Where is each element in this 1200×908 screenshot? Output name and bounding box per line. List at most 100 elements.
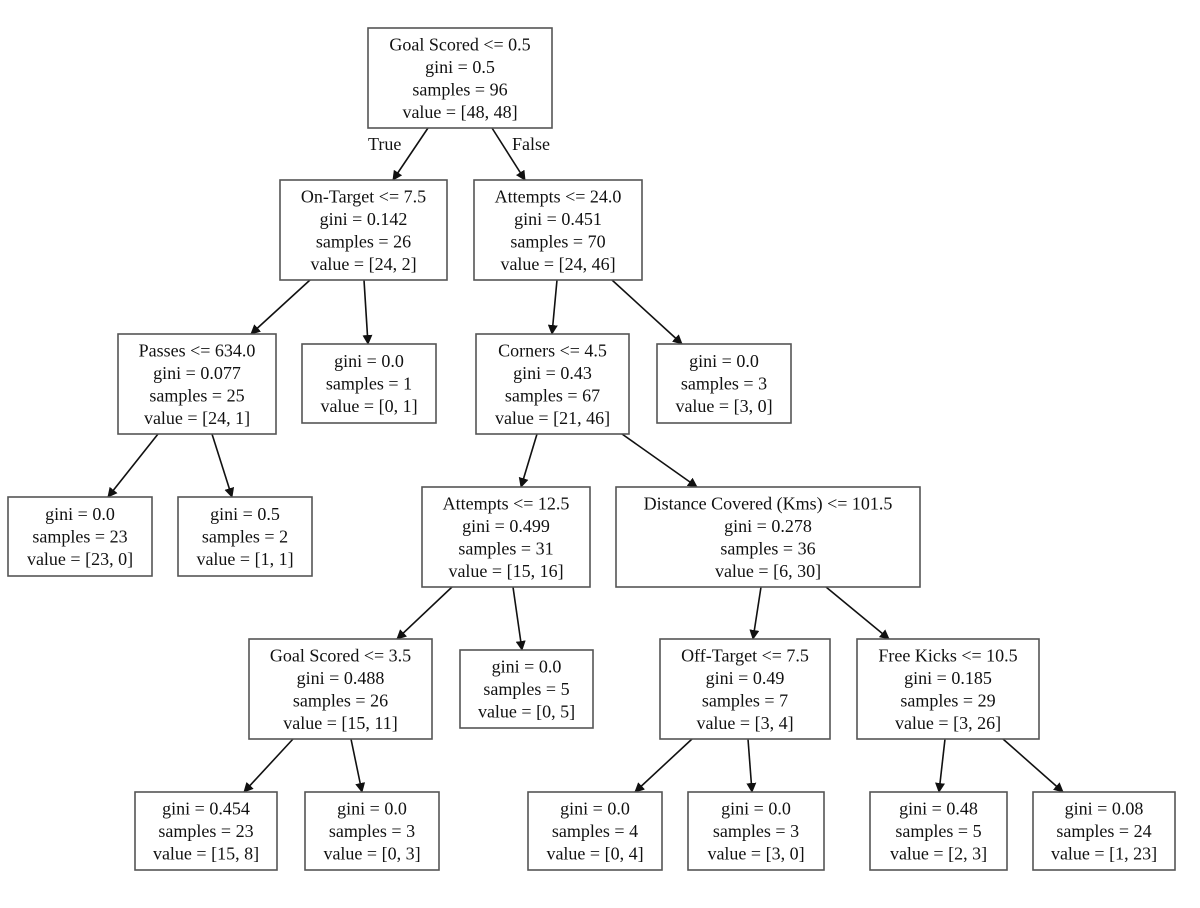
node-text-line: Attempts <= 24.0 [495,186,622,206]
edge-arrow-20 [1002,738,1064,793]
edge-arrow-9 [518,433,538,488]
node-box [177,496,313,577]
node-text-line: samples = 70 [510,231,605,251]
edge-arrow-13 [749,586,762,640]
node-text-line: value = [24, 46] [500,254,615,274]
node-text-line: value = [0, 4] [546,844,643,864]
edge-arrow-14 [825,586,890,640]
edge-label-false: False [512,134,550,154]
node-text-line: Corners <= 4.5 [498,340,607,360]
node-text-line: On-Target <= 7.5 [301,186,426,206]
node-text-line: gini = 0.43 [513,363,592,383]
node-box [473,179,643,281]
node-text-line: samples = 25 [149,385,244,405]
node-box [1032,791,1176,871]
node-box [615,486,921,588]
node-box [117,333,277,435]
node-text-line: value = [3, 0] [675,396,772,416]
node-text-line: value = [15, 16] [448,561,563,581]
node-box [659,638,831,740]
edge-arrow-16 [350,738,366,793]
edge-arrow-8 [211,433,235,498]
edge-arrow-10 [621,433,698,488]
node-box [279,179,448,281]
node-text-line: gini = 0.48 [899,799,978,819]
node-text-line: samples = 3 [713,821,799,841]
node-text-line: samples = 1 [326,374,412,394]
node-text-line: samples = 23 [32,527,127,547]
node-text-line: value = [6, 30] [715,561,821,581]
node-text-line: Attempts <= 12.5 [443,493,570,513]
edge-arrow-7 [107,433,159,498]
edge-arrow-4 [362,279,373,345]
node-box [304,791,440,871]
node-text-line: gini = 0.488 [297,668,385,688]
node-text-line: Goal Scored <= 0.5 [389,34,530,54]
node-box [687,791,825,871]
edge-arrow-12 [512,586,526,651]
node-box [421,486,591,588]
node-text-line: value = [1, 23] [1051,844,1157,864]
node-text-line: gini = 0.0 [689,351,759,371]
node-text-line: value = [15, 8] [153,844,259,864]
node-text-line: value = [48, 48] [402,102,517,122]
node-text-line: gini = 0.0 [337,799,407,819]
node-text-line: samples = 36 [720,538,815,558]
node-text-line: value = [2, 3] [890,844,987,864]
node-text-line: gini = 0.08 [1065,799,1144,819]
node-text-line: samples = 26 [316,231,411,251]
node-text-line: Distance Covered (Kms) <= 101.5 [644,493,893,514]
node-box [475,333,630,435]
edge-arrow-2 [491,127,526,181]
node-text-line: gini = 0.0 [560,799,630,819]
node-text-line: gini = 0.454 [162,799,250,819]
node-text-line: gini = 0.142 [320,209,408,229]
edge-arrow-15 [243,738,294,793]
node-box [367,27,553,129]
node-text-line: samples = 2 [202,527,288,547]
node-box [527,791,663,871]
edge-arrow-1 [392,127,429,181]
node-box [856,638,1040,740]
node-box [656,343,792,424]
node-text-line: Off-Target <= 7.5 [681,645,809,665]
node-text-line: gini = 0.0 [334,351,404,371]
node-box [134,791,278,871]
node-text-line: Free Kicks <= 10.5 [878,645,1017,665]
node-text-line: gini = 0.278 [724,516,812,536]
node-text-line: value = [24, 2] [310,254,416,274]
node-text-line: Passes <= 634.0 [139,340,256,360]
node-text-line: value = [1, 1] [196,549,293,569]
node-text-line: samples = 5 [483,679,569,699]
node-text-line: value = [0, 5] [478,702,575,722]
node-box [7,496,153,577]
node-text-line: gini = 0.5 [425,57,495,77]
node-text-line: gini = 0.0 [45,504,115,524]
node-text-line: samples = 23 [158,821,253,841]
node-box [301,343,437,424]
node-text-line: gini = 0.49 [706,668,785,688]
node-text-line: samples = 7 [702,690,788,710]
node-text-line: gini = 0.5 [210,504,280,524]
edge-arrow-18 [746,738,757,793]
node-text-line: value = [23, 0] [27,549,133,569]
edge-arrow-6 [611,279,683,345]
edges-layer [107,127,1064,793]
node-text-line: samples = 96 [412,79,507,99]
